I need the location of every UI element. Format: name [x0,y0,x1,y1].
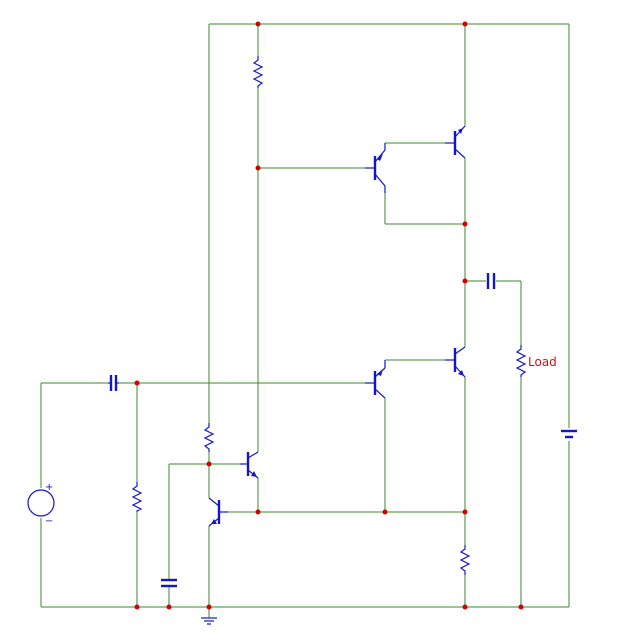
junction-node [166,604,172,610]
transistor-upper-driver [365,143,386,193]
base-resistor [203,423,215,452]
input-bias-resistor [131,482,143,512]
transistor-vbe-multiplier [240,451,259,479]
source-minus-sign: − [45,516,53,527]
junction-node [206,461,212,467]
output-coupling-capacitor [486,273,496,289]
junction-nodes [134,21,524,610]
load-resistor [515,345,527,377]
transistor-input-stage [208,497,228,527]
junction-node [462,278,468,284]
junction-node [462,509,468,515]
supply-battery [561,429,577,439]
junction-node [518,604,524,610]
junction-node [255,509,261,515]
source-plus-sign: + [45,482,53,493]
junction-node [255,21,261,27]
load-label: Load [528,355,557,369]
junction-node [462,21,468,27]
junction-node [462,221,468,227]
top-collector-resistor [252,56,264,88]
junction-node [462,604,468,610]
voltage-source: + − [27,482,55,527]
transistor-lower-output [445,346,466,378]
junction-node [134,604,140,610]
transistor-upper-output [445,125,466,159]
bypass-capacitor [161,578,177,588]
junction-node [206,604,212,610]
junction-node [255,165,261,171]
ground-symbol [201,617,217,625]
wires [40,23,570,618]
junction-node [134,380,140,386]
junction-node [382,509,388,515]
emitter-resistor [459,545,471,575]
transistor-lower-driver [365,360,386,399]
input-capacitor [108,375,119,391]
